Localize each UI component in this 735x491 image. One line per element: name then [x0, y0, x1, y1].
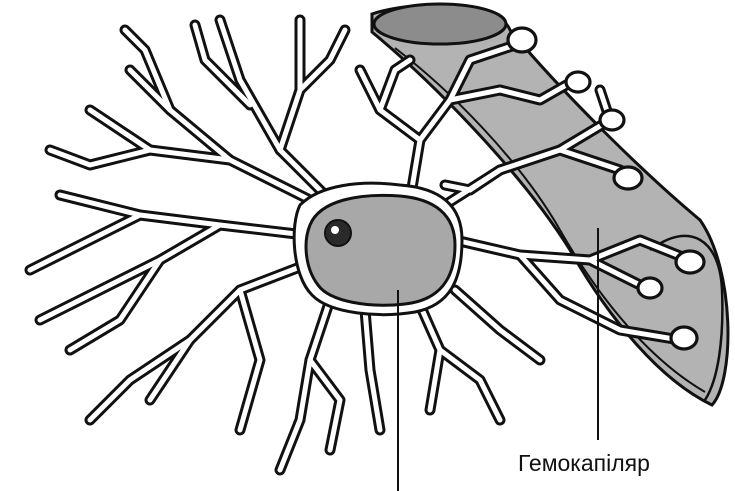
end-foot	[566, 72, 590, 92]
nucleus	[306, 195, 455, 305]
end-foot	[638, 278, 662, 298]
process-branch	[150, 265, 305, 400]
nucleolus	[325, 220, 351, 246]
process-branch	[310, 360, 340, 450]
hemocapillary-label: Гемокапіляр	[518, 450, 650, 477]
end-foot	[671, 327, 697, 349]
process-branch	[240, 290, 260, 430]
process-branch	[440, 350, 500, 420]
process-branch	[70, 260, 160, 350]
end-foot	[600, 110, 624, 130]
nucleolus-highlight	[331, 226, 339, 234]
process-branch	[280, 20, 300, 150]
cell-body	[294, 183, 462, 314]
end-foot	[508, 28, 536, 52]
end-foot	[676, 251, 704, 273]
capillary-lumen	[374, 4, 506, 44]
end-foot	[614, 167, 642, 189]
process-branch	[220, 20, 330, 200]
